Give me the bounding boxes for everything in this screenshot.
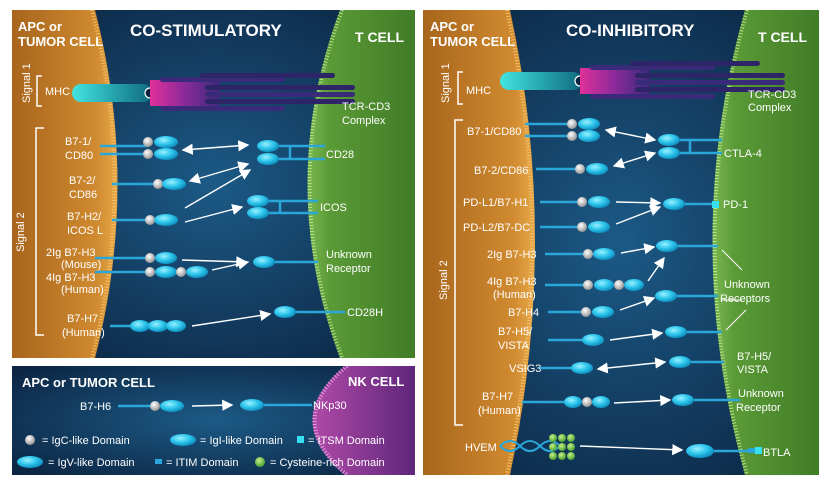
legend-cys: = Cysteine-rich Domain bbox=[270, 457, 385, 469]
costim-receptor-icos: ICOS bbox=[320, 202, 347, 214]
costim-signal1-label: Signal 1 bbox=[21, 63, 33, 103]
costim-tcr-label-2: Complex bbox=[342, 115, 386, 127]
nk-cell-membrane bbox=[312, 366, 415, 475]
coinhib-ligand-pdl2: PD-L2/B7-DC bbox=[463, 222, 530, 234]
coinhib-mhc-tcr-complex bbox=[500, 61, 785, 99]
coinhib-apc-title-1: APC or bbox=[430, 19, 474, 34]
coinhib-signal2-label: Signal 2 bbox=[438, 260, 450, 300]
coinhib-apc-membrane bbox=[423, 10, 535, 475]
coinhib-ligand-2igb7h3: 2Ig B7-H3 bbox=[487, 249, 537, 261]
costim-apc-title-1: APC or bbox=[18, 19, 62, 34]
legend-igi: = IgI-like Domain bbox=[200, 435, 283, 447]
coinhib-arrows bbox=[579, 126, 684, 456]
coinhib-receptor-unknown2-1: Unknown bbox=[738, 388, 784, 400]
costim-ligand-b7h7-sub: (Human) bbox=[62, 327, 105, 339]
coinhib-ligand-molecules bbox=[499, 118, 644, 460]
coinhib-receptor-pd1: PD-1 bbox=[723, 199, 748, 211]
coinhib-mhc-label: MHC bbox=[466, 85, 491, 97]
costim-ligand-b71-sub: CD80 bbox=[65, 150, 93, 162]
costim-receptor-unknown-1: Unknown bbox=[326, 249, 372, 261]
costim-receptor-unknown-2: Receptor bbox=[326, 263, 371, 275]
legend-itsm: = ITSM Domain bbox=[308, 435, 385, 447]
coinhib-ligand-vsig3: VSIG3 bbox=[509, 363, 541, 375]
coinhib-ligand-b7h7: B7-H7 bbox=[482, 391, 513, 403]
costim-receptor-molecules bbox=[247, 140, 345, 318]
costim-receptor-cd28: CD28 bbox=[326, 149, 354, 161]
coinhib-tcell-title: T CELL bbox=[758, 29, 807, 45]
costim-apc-title-2: TUMOR CELL bbox=[18, 34, 103, 49]
nk-ligand-b7h6: B7-H6 bbox=[80, 401, 111, 413]
coinhib-tcell-membrane bbox=[712, 10, 819, 475]
coinhib-receptor-ctla4: CTLA-4 bbox=[724, 148, 762, 160]
coinhib-receptor-b7h5: B7-H5/ bbox=[737, 351, 772, 363]
coinhib-tcr-label-2: Complex bbox=[748, 102, 792, 114]
coinhib-ligand-b7h7-sub: (Human) bbox=[478, 405, 521, 417]
coinhib-panel: APC or TUMOR CELL CO-INHIBITORY T CELL S… bbox=[423, 10, 819, 475]
coinhib-receptor-unknown-1: Unknown bbox=[724, 279, 770, 291]
costim-ligand-2igb7h3: 2Ig B7-H3 bbox=[46, 247, 96, 259]
legend-igv: = IgV-like Domain bbox=[48, 457, 135, 469]
coinhib-ligand-4igb7h3: 4Ig B7-H3 bbox=[487, 276, 537, 288]
nk-title: NK CELL bbox=[348, 374, 404, 389]
coinhib-ligand-4igb7h3-sub: (Human) bbox=[493, 289, 536, 301]
legend-igc: = IgC-like Domain bbox=[42, 435, 130, 447]
costim-ligand-b71: B7-1/ bbox=[65, 136, 92, 148]
coinhib-ligand-b7h4: B7-H4 bbox=[508, 307, 539, 319]
coinhib-ligand-hvem: HVEM bbox=[465, 442, 497, 454]
apc-cell-membrane bbox=[12, 10, 118, 358]
costim-ligand-b7h2: B7-H2/ bbox=[67, 211, 102, 223]
costim-title: CO-STIMULATORY bbox=[130, 21, 282, 40]
coinhib-receptor-unknown-2: Receptors bbox=[720, 293, 771, 305]
legend: = IgC-like Domain = IgI-like Domain = IT… bbox=[17, 434, 385, 469]
coinhib-ligand-b72: B7-2/CD86 bbox=[474, 165, 528, 177]
costim-ligand-4igb7h3-sub: (Human) bbox=[61, 284, 104, 296]
costim-mhc-tcr-complex bbox=[72, 73, 355, 111]
costim-receptor-cd28h: CD28H bbox=[347, 307, 383, 319]
coinhib-apc-title-2: TUMOR CELL bbox=[430, 34, 515, 49]
coinhib-ligand-b7h5: B7-H5/ bbox=[498, 326, 533, 338]
coinhib-receptor-unknown2-2: Receptor bbox=[736, 402, 781, 414]
nk-apc-title: APC or TUMOR CELL bbox=[22, 375, 155, 390]
costim-mhc-label: MHC bbox=[45, 86, 70, 98]
coinhib-ligand-b71: B7-1/CD80 bbox=[467, 126, 521, 138]
costim-ligand-b7h2-sub: ICOS L bbox=[67, 225, 103, 237]
nk-receptor-nkp30: NKp30 bbox=[313, 400, 347, 412]
costim-tcell-title: T CELL bbox=[355, 29, 404, 45]
nk-panel: APC or TUMOR CELL NK CELL B7-H6 NKp30 = … bbox=[12, 366, 415, 475]
coinhib-tcr-label-1: TCR-CD3 bbox=[748, 89, 796, 101]
coinhib-ligand-pdl1: PD-L1/B7-H1 bbox=[463, 197, 528, 209]
unknown-receptor-pointers bbox=[721, 249, 747, 331]
coinhib-signal1-label: Signal 1 bbox=[440, 63, 452, 103]
coinhib-receptor-btla: BTLA bbox=[763, 447, 791, 459]
costim-panel: APC or TUMOR CELL CO-STIMULATORY T CELL … bbox=[12, 10, 415, 358]
costim-ligand-b7h7: B7-H7 bbox=[67, 313, 98, 325]
coinhib-ligand-b7h5-sub: VISTA bbox=[498, 340, 530, 352]
cysteine-rich-domains bbox=[549, 434, 575, 460]
costim-ligand-molecules bbox=[95, 136, 208, 332]
coinhib-receptor-b7h5-sub: VISTA bbox=[737, 364, 769, 376]
costim-signal2-label: Signal 2 bbox=[15, 212, 27, 252]
costim-ligand-4igb7h3: 4Ig B7-H3 bbox=[46, 272, 96, 284]
coinhib-title: CO-INHIBITORY bbox=[566, 21, 695, 40]
costim-arrows bbox=[181, 140, 272, 327]
costim-ligand-b72: B7-2/ bbox=[69, 175, 96, 187]
costim-tcr-label-1: TCR-CD3 bbox=[342, 101, 390, 113]
costim-ligand-b72-sub: CD86 bbox=[69, 189, 97, 201]
coinhib-receptor-molecules bbox=[655, 134, 762, 458]
legend-itim: = ITIM Domain bbox=[166, 457, 238, 469]
costim-ligand-2igb7h3-sub: (Mouse) bbox=[61, 259, 101, 271]
